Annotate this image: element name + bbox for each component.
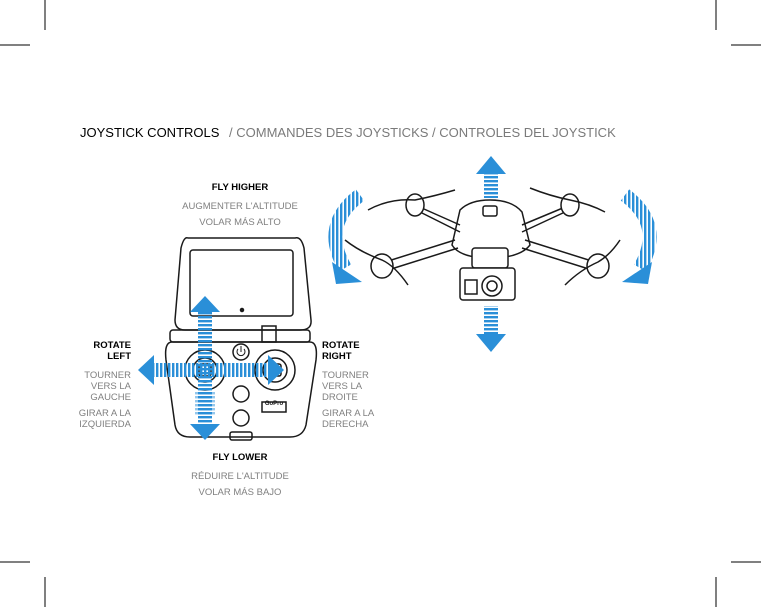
fly-higher-fr: AUGMENTER L'ALTITUDE [182, 201, 298, 212]
controller-screen [189, 249, 294, 317]
rotate-right-label: ROTATE RIGHT TOURNER VERS LA DROITE GIRA… [322, 340, 402, 430]
rotate-right-es-1: GIRAR A LA [322, 408, 375, 419]
rotate-left-title-2: LEFT [107, 351, 131, 362]
rotate-left-title-1: ROTATE [93, 340, 131, 351]
fly-lower-fr: RÉDUIRE L'ALTITUDE [191, 471, 289, 482]
altitude-arrows [476, 156, 506, 352]
heading-secondary: / COMMANDES DES JOYSTICKS / CONTROLES DE… [229, 125, 616, 140]
fly-higher-title: FLY HIGHER [211, 182, 269, 193]
rotate-right-fr-1: TOURNER [322, 370, 369, 381]
rotate-right-title-1: ROTATE [322, 340, 360, 351]
landing-icon [232, 409, 250, 427]
rotate-right-title-2: RIGHT [322, 351, 352, 362]
gopro-logo: GoPro [264, 401, 284, 407]
drone-icon [232, 385, 250, 403]
fly-higher-label: FLY HIGHER AUGMENTER L'ALTITUDE VOLAR MÁ… [160, 182, 320, 228]
controller-body [164, 341, 318, 438]
rotate-left-fr-2: VERS LA [90, 381, 131, 392]
power-icon [232, 343, 250, 361]
rotate-left-fr-1: TOURNER [84, 370, 131, 381]
fly-lower-title: FLY LOWER [212, 452, 268, 463]
fly-lower-label: FLY LOWER RÉDUIRE L'ALTITUDE VOLAR MÁS B… [160, 452, 320, 498]
horizontal-arrow [138, 355, 284, 385]
rotate-left-es-2: IZQUIERDA [79, 419, 131, 430]
rotate-left-es-1: GIRAR A LA [78, 408, 131, 419]
rotate-left-label: ROTATE LEFT TOURNER VERS LA GAUCHE GIRAR… [60, 340, 131, 430]
heading-primary: JOYSTICK CONTROLS [80, 125, 220, 140]
rotate-left-fr-3: GAUCHE [90, 392, 131, 403]
rotate-right-fr-3: DROITE [322, 392, 358, 403]
rotate-right-es-2: DERECHA [322, 419, 369, 430]
section-heading: JOYSTICK CONTROLS / COMMANDES DES JOYSTI… [80, 125, 616, 140]
rotation-arrows [328, 189, 657, 272]
fly-lower-es: VOLAR MÁS BAJO [198, 487, 282, 498]
rotate-right-fr-2: VERS LA [322, 381, 363, 392]
fly-higher-es: VOLAR MÁS ALTO [199, 217, 281, 228]
